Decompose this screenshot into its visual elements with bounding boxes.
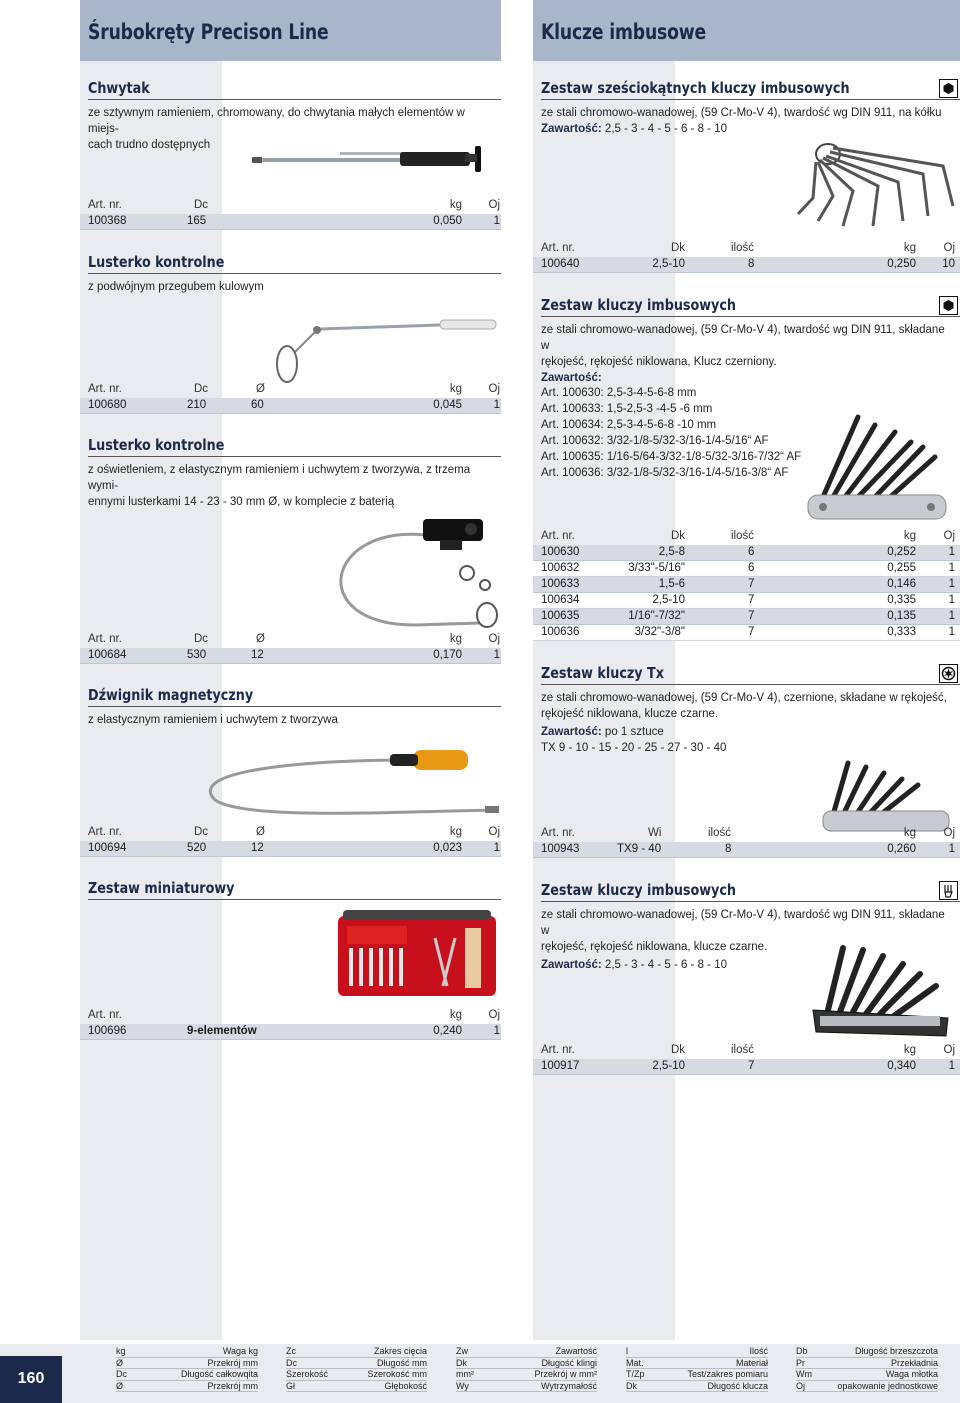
section-title: Lusterko kontrolne (88, 252, 501, 274)
table-row: 100917 2,5-10 7 0,340 1 (533, 1059, 960, 1075)
hex-socket-icon (939, 296, 958, 315)
right-banner-title: Klucze imbusowe (541, 20, 707, 44)
table-row: 100680 210 60 0,045 1 (80, 398, 501, 414)
left-column: Śrubokręty Precison Line Chwytak ze szty… (80, 0, 501, 1340)
table-row: 100696 9-elementów 0,240 1 (80, 1024, 501, 1040)
torx-folding-key-image (822, 760, 950, 832)
table-tx-set: Art. nr. Wi ilość kg Oj 100943 TX9 - 40 … (533, 826, 960, 858)
section-title: Lusterko kontrolne (88, 435, 501, 457)
table-row: 100635 1/16"-7/32" 7 0,135 1 (533, 609, 960, 625)
table-header: Art. nr. Dc kg Oj (88, 199, 500, 211)
table-lusterko-1: Art. nr. Dc Ø kg Oj 100680 210 60 0,045 … (80, 382, 501, 414)
section-title: Dźwignik magnetyczny (88, 685, 501, 707)
left-banner: Śrubokręty Precison Line (80, 0, 501, 61)
table-row: 100636 3/32"-3/8" 7 0,333 1 (533, 625, 960, 641)
page-number: 160 (0, 1356, 62, 1403)
folding-hex-key-black-image (812, 945, 949, 1037)
section-description: z oświetleniem, z elastycznym ramieniem … (88, 464, 471, 508)
mini-set-case-image (338, 910, 496, 996)
mirror-tool-image (276, 319, 497, 383)
table-header: Art. nr. Dc Ø kg Oj (88, 826, 500, 838)
hex-socket-icon (939, 79, 958, 98)
hex-key-ring-image (796, 143, 955, 227)
section-title: Zestaw kluczy imbusowych (541, 295, 960, 317)
table-hex-ring-set: Art. nr. Dk ilość kg Oj 100640 2,5-10 8 … (533, 241, 960, 273)
hand-grip-icon (939, 881, 958, 900)
table-row: 100640 2,5-10 8 0,250 10 (533, 257, 960, 273)
section-description: ze stali chromowo-wanadowej, (59 Cr-Mo-V… (541, 324, 945, 479)
table-header: Art. nr. kg Oj (88, 1009, 500, 1021)
table-header: Art. nr. Dk ilość kg Oj (541, 1044, 955, 1056)
table-header: Art. nr. Dc Ø kg Oj (88, 633, 500, 645)
section-description: ze stali chromowo-wanadowej, (59 Cr-Mo-V… (541, 107, 942, 135)
magnetic-pickup-image (208, 750, 499, 815)
table-header: Art. nr. Wi ilość kg Oj (541, 827, 955, 839)
section-title: Chwytak (88, 78, 501, 100)
table-folding-hex-set: Art. nr. Dk ilość kg Oj 100630 2,5-8 6 0… (533, 529, 960, 641)
table-row: 100630 2,5-8 6 0,252 1 (533, 545, 960, 561)
section-description: ze stali chromowo-wanadowej, (59 Cr-Mo-V… (541, 692, 947, 754)
left-banner-title: Śrubokręty Precison Line (88, 20, 329, 44)
section-description: ze sztywnym ramieniem, chromowany, do ch… (88, 107, 465, 151)
right-banner: Klucze imbusowe (533, 0, 960, 61)
grabber-tool-image (252, 146, 481, 172)
table-dzwignik: Art. nr. Dc Ø kg Oj 100694 520 12 0,023 … (80, 825, 501, 857)
table-header: Art. nr. Dk ilość kg Oj (541, 242, 955, 254)
table-row: 100634 2,5-10 7 0,335 1 (533, 593, 960, 609)
section-title: Zestaw miniaturowy (88, 878, 501, 900)
section-description: z podwójnym przegubem kulowym (88, 281, 264, 293)
legend-row: Mat.Materiał (626, 1357, 768, 1370)
table-lusterko-2: Art. nr. Dc Ø kg Oj 100684 530 12 0,170 … (80, 632, 501, 664)
table-row: 100694 520 12 0,023 1 (80, 841, 501, 857)
table-zestaw-miniaturowy: Art. nr. kg Oj 100696 9-elementów 0,240 … (80, 1008, 501, 1040)
footer-legend-band (0, 1344, 960, 1403)
table-row: 100368 165 0,050 1 (80, 214, 501, 230)
table-row: 100684 530 12 0,170 1 (80, 648, 501, 664)
section-title: Zestaw sześciokątnych kluczy imbusowych (541, 78, 960, 100)
section-description: ze stali chromowo-wanadowej, (59 Cr-Mo-V… (541, 909, 945, 971)
table-header: Art. nr. Dc Ø kg Oj (88, 383, 500, 395)
right-column: Klucze imbusowe Zestaw sześciokątnych kl… (533, 0, 960, 1340)
table-row: 100943 TX9 - 40 8 0,260 1 (533, 842, 960, 858)
lighted-mirror-image (339, 519, 498, 628)
table-row: 100632 3/33"-5/16" 6 0,255 1 (533, 561, 960, 577)
torx-icon (939, 664, 958, 683)
folding-hex-key-image (807, 414, 947, 520)
table-chwytak: Art. nr. Dc kg Oj 100368 165 0,050 1 (80, 198, 501, 230)
table-folding-hex-set-2: Art. nr. Dk ilość kg Oj 100917 2,5-10 7 … (533, 1043, 960, 1075)
table-row: 100633 1,5-6 7 0,146 1 (533, 577, 960, 593)
section-description: z elastycznym ramieniem i uchwytem z two… (88, 714, 338, 726)
section-title: Zestaw kluczy imbusowych (541, 880, 960, 902)
table-header: Art. nr. Dk ilość kg Oj (541, 530, 955, 542)
section-title: Zestaw kluczy Tx (541, 663, 960, 685)
